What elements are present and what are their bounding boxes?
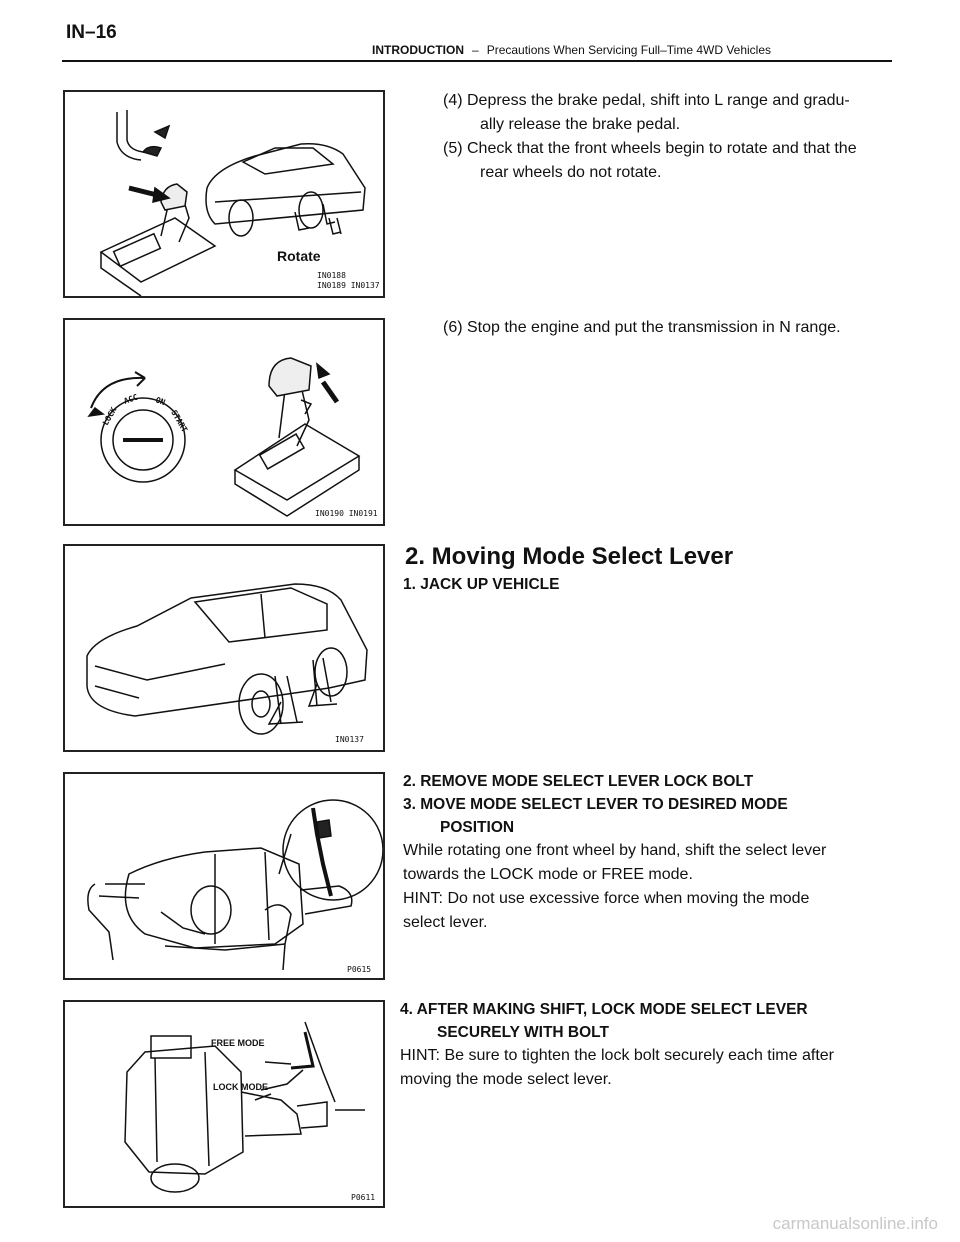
figure-shift-l-range-illustration: Rotate IN0188 IN0189 IN0137 (99, 110, 380, 296)
running-header: INTRODUCTION–Precautions When Servicing … (372, 43, 771, 57)
instruction-line: rear wheels do not rotate. (480, 164, 662, 181)
figure-code: P0615 (347, 965, 371, 974)
ignition-acc-label: ACC (123, 392, 140, 405)
figure-code: IN0189 IN0137 (317, 281, 380, 290)
figure-code: P0611 (351, 1193, 375, 1202)
step-move-lever-cont: POSITION (440, 819, 515, 836)
hint-line: HINT: Be sure to tighten the lock bolt s… (400, 1047, 834, 1064)
figure-move-select-lever: P0615 (63, 772, 385, 980)
hint-line: select lever. (403, 914, 488, 931)
hint-line: moving the mode select lever. (400, 1071, 612, 1088)
instruction-block-remove-bolt: 2. REMOVE MODE SELECT LEVER LOCK BOLT 3.… (403, 770, 893, 935)
figure-lock-select-lever: FREE MODE LOCK MODE P0611 (63, 1000, 385, 1208)
step-remove-bolt: 2. REMOVE MODE SELECT LEVER LOCK BOLT (403, 773, 754, 790)
free-mode-label: FREE MODE (211, 1038, 265, 1048)
ignition-on-label: ON (154, 395, 166, 407)
instruction-block-lock-lever: 4. AFTER MAKING SHIFT, LOCK MODE SELECT … (400, 998, 890, 1092)
section-name: INTRODUCTION (372, 43, 464, 57)
ignition-start-label: START (169, 409, 189, 435)
figure-code: IN0190 IN0191 (315, 509, 378, 518)
figure-move-select-lever-illustration: P0615 (87, 799, 383, 974)
figure-shift-l-range: Rotate IN0188 IN0189 IN0137 (63, 90, 385, 298)
step-lock-lever-cont: SECURELY WITH BOLT (437, 1024, 609, 1041)
instruction-block-brake: (4) Depress the brake pedal, shift into … (443, 89, 888, 185)
hint-line: HINT: Do not use excessive force when mo… (403, 890, 810, 907)
instruction-block-stop-engine: (6) Stop the engine and put the transmis… (443, 316, 888, 340)
section-heading: 2. Moving Mode Select Lever (405, 543, 734, 570)
step-jack-up: 1. JACK UP VEHICLE (403, 576, 560, 593)
header-dash: – (472, 43, 479, 57)
page-number: IN–16 (66, 22, 117, 43)
instruction-line: (6) Stop the engine and put the transmis… (443, 319, 841, 336)
instruction-line: While rotating one front wheel by hand, … (403, 842, 827, 859)
step-lock-lever: 4. AFTER MAKING SHIFT, LOCK MODE SELECT … (400, 1001, 808, 1018)
lock-mode-label: LOCK MODE (213, 1082, 268, 1092)
header-rule (62, 60, 892, 62)
instruction-line: (5) Check that the front wheels begin to… (443, 140, 857, 157)
instruction-line: (4) Depress the brake pedal, shift into … (443, 92, 850, 109)
watermark: carmanualsonline.info (772, 1214, 938, 1233)
figure-lock-select-lever-illustration: FREE MODE LOCK MODE P0611 (124, 1021, 375, 1202)
figure-ignition-shift-n: LOCK ACC ON START IN0190 IN0191 (63, 318, 385, 526)
figure-code: IN0137 (335, 735, 364, 744)
rotate-label: Rotate (277, 248, 321, 264)
section-subtitle: Precautions When Servicing Full–Time 4WD… (486, 43, 772, 57)
step-move-lever: 3. MOVE MODE SELECT LEVER TO DESIRED MOD… (403, 796, 788, 813)
figure-ignition-shift-n-illustration: LOCK ACC ON START IN0190 IN0191 (87, 357, 378, 518)
instruction-line: towards the LOCK mode or FREE mode. (403, 866, 693, 883)
instruction-line: ally release the brake pedal. (480, 116, 681, 133)
figure-code: IN0188 (317, 271, 346, 280)
figure-jack-up-vehicle-illustration: IN0137 (86, 583, 368, 744)
ignition-lock-label: LOCK (101, 406, 119, 427)
figure-jack-up-vehicle: IN0137 (63, 544, 385, 752)
